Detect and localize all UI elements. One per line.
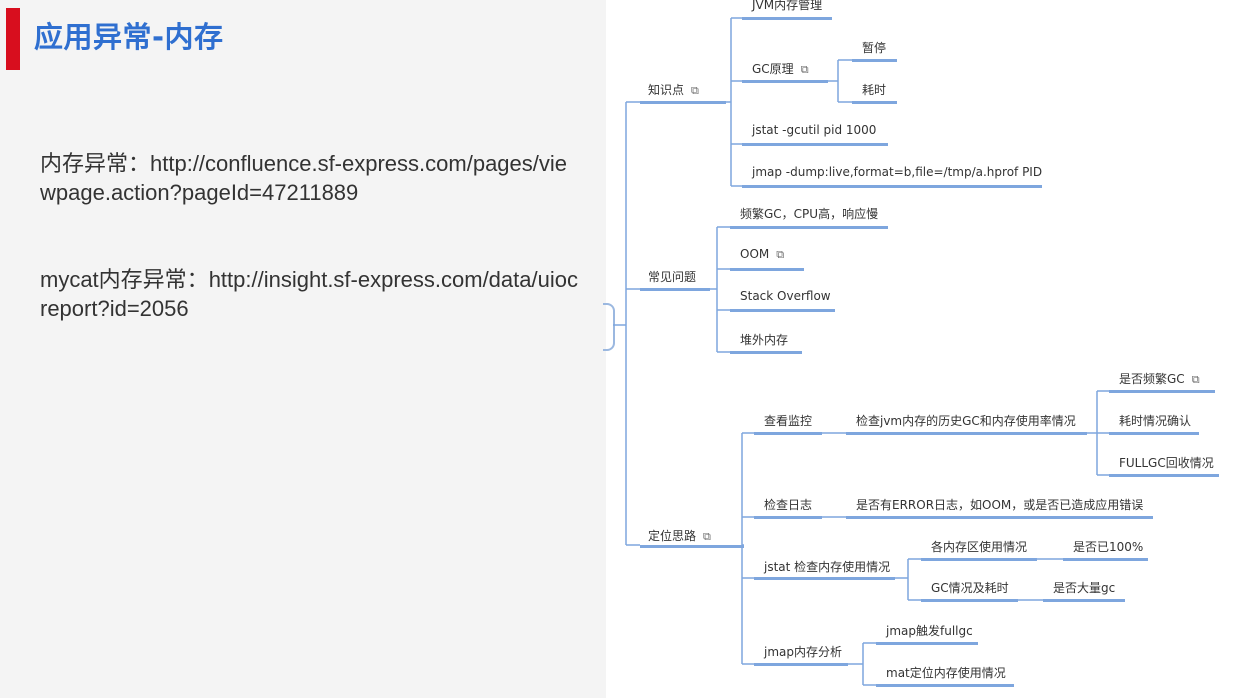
node-underline: [846, 516, 1153, 519]
node-stack-overflow[interactable]: Stack Overflow: [740, 289, 831, 303]
slide-left-panel: [0, 0, 606, 698]
node-pause[interactable]: 暂停: [862, 41, 887, 55]
mindmap-canvas: [606, 0, 1251, 698]
node-jstat-check[interactable]: jstat 检查内存使用情况: [764, 560, 891, 574]
link-url[interactable]: http://confluence.sf-express.com/pages/v…: [40, 151, 568, 205]
node-underline: [852, 101, 897, 104]
node-underline: [754, 577, 895, 580]
node-underline: [640, 288, 710, 291]
node-mat-locate[interactable]: mat定位内存使用情况: [886, 666, 1006, 680]
node-underline: [640, 545, 744, 548]
node-underline: [730, 309, 835, 312]
mindmap-root-bracket[interactable]: [603, 303, 615, 351]
node-underline: [921, 558, 1037, 561]
node-gc-principle[interactable]: GC原理⧉: [752, 62, 809, 76]
external-link-icon[interactable]: ⧉: [691, 84, 699, 97]
title-accent-bar: [6, 8, 20, 70]
link-label: mycat内存异常：: [40, 267, 209, 292]
node-frequent-gc[interactable]: 频繁GC，CPU高，响应慢: [740, 207, 879, 221]
node-underline: [742, 17, 832, 20]
node-jvm-memory[interactable]: JVM内存管理: [752, 0, 823, 12]
node-time-confirm[interactable]: 耗时情况确认: [1119, 414, 1192, 428]
node-underline: [852, 59, 897, 62]
node-underline: [1063, 558, 1148, 561]
node-underline: [754, 663, 848, 666]
node-underline: [921, 599, 1018, 602]
node-check-log[interactable]: 检查日志: [764, 498, 813, 512]
node-jmap-cmd[interactable]: jmap -dump:live,format=b,file=/tmp/a.hpr…: [752, 165, 1043, 179]
external-link-icon[interactable]: ⧉: [776, 248, 785, 261]
node-full-100[interactable]: 是否已100%: [1073, 540, 1144, 554]
slide-title: 应用异常-内存: [34, 20, 224, 54]
node-underline: [730, 268, 804, 271]
node-underline: [876, 642, 978, 645]
node-underline: [846, 432, 1087, 435]
external-link-icon[interactable]: ⧉: [800, 63, 809, 76]
node-underline: [730, 351, 802, 354]
node-underline: [640, 101, 726, 104]
node-gc-time[interactable]: GC情况及耗时: [931, 581, 1009, 595]
node-check-history[interactable]: 检查jvm内存的历史GC和内存使用率情况: [856, 414, 1076, 428]
node-underline: [730, 226, 888, 229]
node-underline: [742, 143, 888, 146]
external-link-icon[interactable]: ⧉: [703, 530, 711, 543]
node-underline: [1043, 599, 1125, 602]
node-underline: [1109, 432, 1199, 435]
node-underline: [754, 432, 822, 435]
memory-exception-link[interactable]: 内存异常：http://confluence.sf-express.com/pa…: [40, 149, 580, 207]
node-common-issues[interactable]: 常见问题: [648, 270, 697, 284]
node-many-gc[interactable]: 是否大量gc: [1053, 581, 1116, 595]
node-underline: [742, 80, 828, 83]
node-underline: [1109, 474, 1219, 477]
node-underline: [754, 516, 822, 519]
node-jstat-cmd[interactable]: jstat -gcutil pid 1000: [752, 123, 877, 137]
node-knowledge[interactable]: 知识点⧉: [648, 83, 699, 97]
node-underline: [876, 684, 1014, 687]
node-time-cost[interactable]: 耗时: [862, 83, 887, 97]
node-underline: [1109, 390, 1215, 393]
node-offheap[interactable]: 堆外内存: [740, 333, 789, 347]
node-jmap-fullgc[interactable]: jmap触发fullgc: [886, 624, 973, 638]
link-label: 内存异常：: [40, 151, 151, 176]
node-locate[interactable]: 定位思路⧉: [648, 529, 711, 543]
mycat-memory-exception-link[interactable]: mycat内存异常：http://insight.sf-express.com/…: [40, 265, 580, 323]
node-oom[interactable]: OOM⧉: [740, 247, 785, 261]
node-area-usage[interactable]: 各内存区使用情况: [931, 540, 1028, 554]
node-fullgc-recycle[interactable]: FULLGC回收情况: [1119, 456, 1214, 470]
node-frequent-gc-question[interactable]: 是否频繁GC⧉: [1119, 372, 1200, 386]
external-link-icon[interactable]: ⧉: [1191, 373, 1200, 386]
node-underline: [742, 185, 1042, 188]
node-check-monitor[interactable]: 查看监控: [764, 414, 813, 428]
node-jmap-analysis[interactable]: jmap内存分析: [764, 645, 842, 659]
link-url[interactable]: http://insight.sf-express.com/data/uiocr…: [40, 267, 578, 321]
node-error-log[interactable]: 是否有ERROR日志，如OOM，或是否已造成应用错误: [856, 498, 1144, 512]
